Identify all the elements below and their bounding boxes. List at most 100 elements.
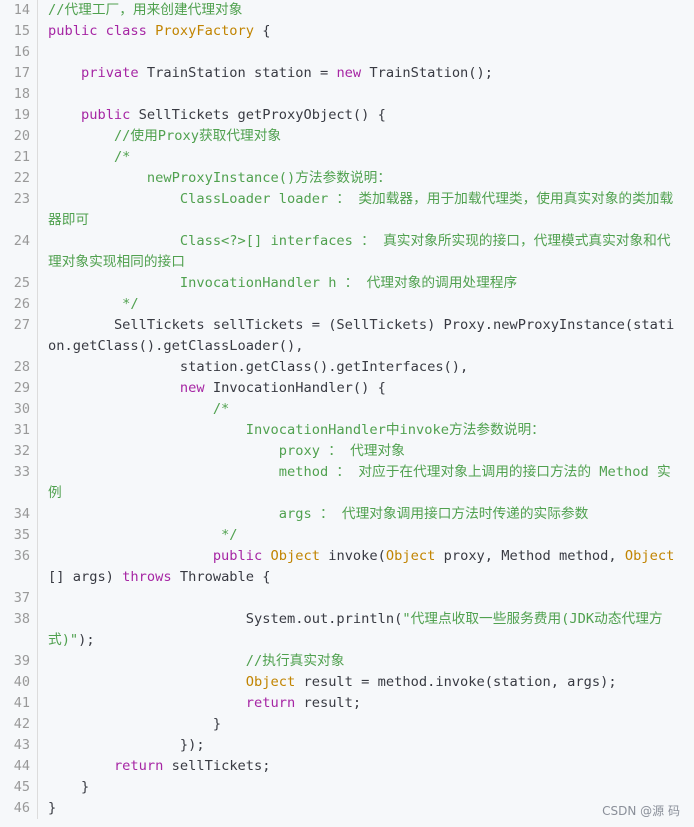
code-token: new bbox=[179, 380, 205, 396]
code-token bbox=[48, 380, 180, 396]
code-line: 32 proxy ： 代理对象 bbox=[0, 441, 694, 462]
code-token bbox=[48, 548, 213, 564]
code-line: 35 */ bbox=[0, 525, 694, 546]
code-token: /* bbox=[48, 401, 230, 417]
line-number: 28 bbox=[0, 357, 38, 378]
code-token: method ： 对应于在代理对象上调用的接口方法的 Method 实例 bbox=[48, 464, 671, 501]
code-line: 40 Object result = method.invoke(station… bbox=[0, 672, 694, 693]
code-token: InvocationHandler() { bbox=[204, 380, 386, 396]
code-token: SellTickets getProxyObject() { bbox=[130, 107, 386, 123]
code-token: result = method.invoke(station, args); bbox=[295, 674, 617, 690]
line-number: 14 bbox=[0, 0, 38, 21]
code-token: InvocationHandler h ： 代理对象的调用处理程序 bbox=[48, 275, 518, 291]
code-line: 22 newProxyInstance()方法参数说明： bbox=[0, 168, 694, 189]
code-token: /* bbox=[48, 149, 131, 165]
line-code: /* bbox=[38, 399, 694, 420]
code-token bbox=[48, 674, 246, 690]
code-token: private bbox=[80, 65, 139, 81]
code-token: TrainStation(); bbox=[361, 65, 494, 81]
code-token: //执行真实对象 bbox=[48, 653, 345, 669]
code-token: SellTickets sellTickets = (SellTickets) … bbox=[48, 317, 675, 354]
line-code: return sellTickets; bbox=[38, 756, 694, 777]
code-token: public class bbox=[48, 23, 156, 39]
code-line: 29 new InvocationHandler() { bbox=[0, 378, 694, 399]
code-token: new bbox=[336, 65, 362, 81]
line-code: /* bbox=[38, 147, 694, 168]
code-line: 28 station.getClass().getInterfaces(), bbox=[0, 357, 694, 378]
code-token: result; bbox=[295, 695, 362, 711]
line-number: 31 bbox=[0, 420, 38, 441]
code-token: Object bbox=[270, 548, 320, 564]
line-code: proxy ： 代理对象 bbox=[38, 441, 694, 462]
line-number: 19 bbox=[0, 105, 38, 126]
line-number: 33 bbox=[0, 462, 38, 504]
code-token: "代理点收取一些服务费用(JDK动态代理方式)" bbox=[48, 611, 663, 648]
line-number: 46 bbox=[0, 798, 38, 819]
code-token: return bbox=[113, 758, 164, 774]
line-number: 29 bbox=[0, 378, 38, 399]
line-code: }); bbox=[38, 735, 694, 756]
line-code: */ bbox=[38, 294, 694, 315]
code-line: 44 return sellTickets; bbox=[0, 756, 694, 777]
code-line: 24 Class<?>[] interfaces ： 真实对象所实现的接口，代理… bbox=[0, 231, 694, 273]
line-code: newProxyInstance()方法参数说明： bbox=[38, 168, 694, 189]
code-token: TrainStation station = bbox=[138, 65, 337, 81]
line-number: 17 bbox=[0, 63, 38, 84]
code-token: Class<?>[] interfaces ： 真实对象所实现的接口，代理模式真… bbox=[48, 233, 671, 270]
line-code: public SellTickets getProxyObject() { bbox=[38, 105, 694, 126]
line-number: 35 bbox=[0, 525, 38, 546]
code-token: */ bbox=[48, 527, 238, 543]
line-code: InvocationHandler h ： 代理对象的调用处理程序 bbox=[38, 273, 694, 294]
code-token: proxy, Method method, bbox=[435, 548, 625, 564]
code-line: 25 InvocationHandler h ： 代理对象的调用处理程序 bbox=[0, 273, 694, 294]
line-code: method ： 对应于在代理对象上调用的接口方法的 Method 实例 bbox=[38, 462, 694, 504]
code-token: proxy ： 代理对象 bbox=[48, 443, 405, 459]
line-number: 43 bbox=[0, 735, 38, 756]
line-code: Object result = method.invoke(station, a… bbox=[38, 672, 694, 693]
line-code: //执行真实对象 bbox=[38, 651, 694, 672]
line-code: } bbox=[38, 798, 694, 819]
code-line: 36 public Object invoke(Object proxy, Me… bbox=[0, 546, 694, 588]
code-token: invoke( bbox=[319, 548, 386, 564]
code-token: Object bbox=[624, 548, 675, 564]
code-token: Object bbox=[385, 548, 436, 564]
code-token: } bbox=[48, 716, 222, 732]
code-token: System.out.println( bbox=[48, 611, 403, 627]
line-number: 24 bbox=[0, 231, 38, 273]
line-code: public Object invoke(Object proxy, Metho… bbox=[38, 546, 694, 588]
code-line: 33 method ： 对应于在代理对象上调用的接口方法的 Method 实例 bbox=[0, 462, 694, 504]
line-number: 37 bbox=[0, 588, 38, 609]
line-number: 20 bbox=[0, 126, 38, 147]
code-token bbox=[48, 107, 81, 123]
code-token: InvocationHandler中invoke方法参数说明： bbox=[48, 422, 545, 438]
line-code: SellTickets sellTickets = (SellTickets) … bbox=[38, 315, 694, 357]
code-line: 43 }); bbox=[0, 735, 694, 756]
line-number: 42 bbox=[0, 714, 38, 735]
line-code: station.getClass().getInterfaces(), bbox=[38, 357, 694, 378]
line-number: 21 bbox=[0, 147, 38, 168]
code-line: 39 //执行真实对象 bbox=[0, 651, 694, 672]
line-code: System.out.println("代理点收取一些服务费用(JDK动态代理方… bbox=[38, 609, 694, 651]
code-token: ClassLoader loader ： 类加载器，用于加载代理类，使用真实对象… bbox=[48, 191, 674, 228]
code-line: 19 public SellTickets getProxyObject() { bbox=[0, 105, 694, 126]
code-token: }); bbox=[48, 737, 205, 753]
code-token: return bbox=[245, 695, 296, 711]
code-token: { bbox=[254, 23, 271, 39]
code-line: 46} bbox=[0, 798, 694, 819]
line-code: Class<?>[] interfaces ： 真实对象所实现的接口，代理模式真… bbox=[38, 231, 694, 273]
line-code: */ bbox=[38, 525, 694, 546]
line-code: //代理工厂，用来创建代理对象 bbox=[38, 0, 694, 21]
code-token: Throwable { bbox=[171, 569, 271, 585]
line-code: public class ProxyFactory { bbox=[38, 21, 694, 42]
line-number: 16 bbox=[0, 42, 38, 63]
code-line: 42 } bbox=[0, 714, 694, 735]
line-number: 22 bbox=[0, 168, 38, 189]
code-token bbox=[262, 548, 270, 564]
code-token: } bbox=[48, 800, 57, 816]
line-code: private TrainStation station = new Train… bbox=[38, 63, 694, 84]
line-number: 26 bbox=[0, 294, 38, 315]
code-token: //使用Proxy获取代理对象 bbox=[48, 128, 282, 144]
code-token: } bbox=[48, 779, 90, 795]
code-token: sellTickets; bbox=[163, 758, 271, 774]
code-line: 26 */ bbox=[0, 294, 694, 315]
